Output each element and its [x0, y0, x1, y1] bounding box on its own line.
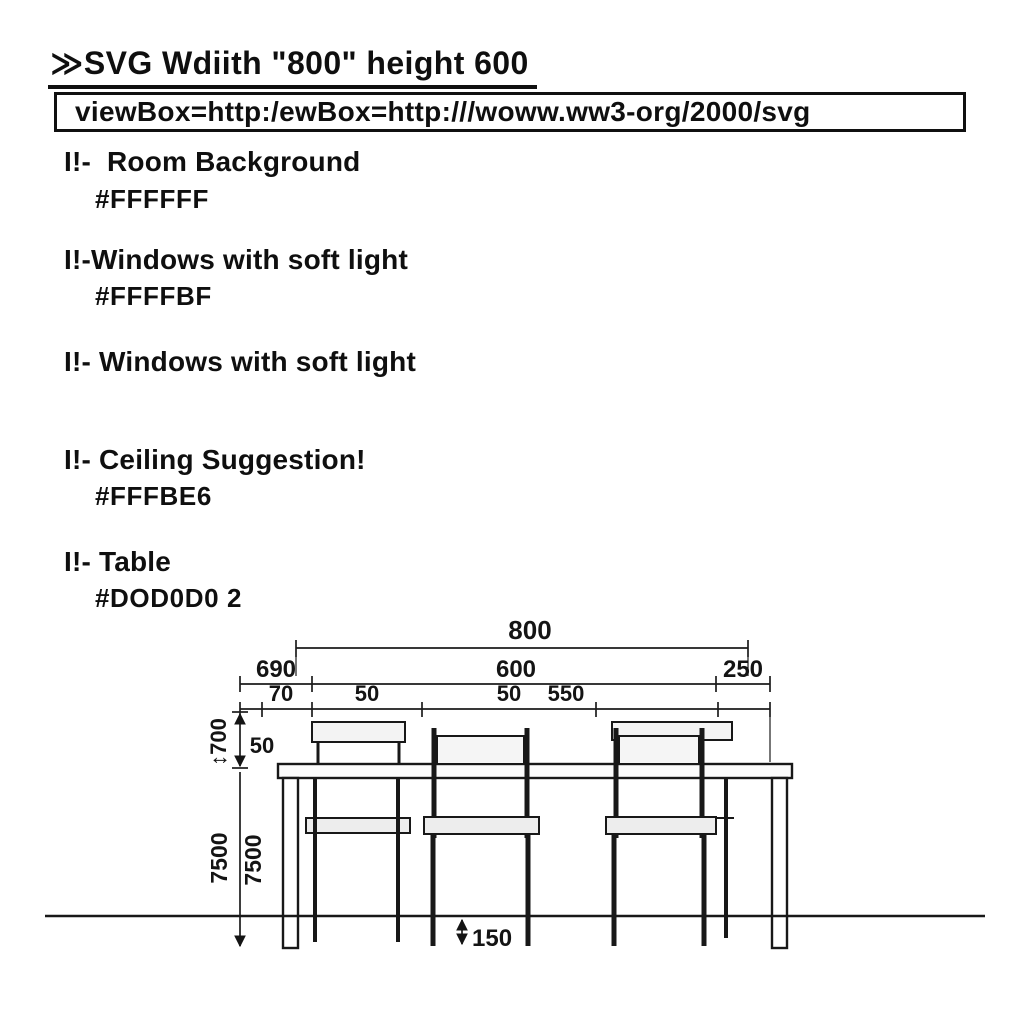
furniture-drawing: 800 690 600 250 70 50 50 550 ↕700 50 750…	[45, 615, 985, 952]
viewbox-declaration-box: viewBox=http:/ewBox=http:///woww.ww3-org…	[54, 92, 966, 132]
dim-label-600: 600	[496, 656, 536, 683]
comment-windows-2: I!- Windows with soft light	[64, 346, 416, 377]
dim-label-800: 800	[508, 615, 551, 645]
dimension-lines	[232, 640, 771, 948]
dim-label-50a: 50	[355, 681, 379, 706]
dim-label-690: 690	[256, 656, 296, 683]
dimension-labels: 800 690 600 250 70 50 50 550 ↕700 50 750…	[206, 615, 763, 952]
page-title: ≫SVG Wdiith "800" height 600	[48, 44, 537, 89]
dim-label-150: 150	[472, 925, 512, 952]
chair-back-left	[305, 721, 411, 942]
comment-table: I!- Table	[64, 546, 172, 577]
dim-label-50-vertical: 50	[250, 733, 274, 758]
comment-windows-1-value: #FFFFBF	[95, 281, 212, 311]
dim-label-50b: 50	[497, 681, 521, 706]
dim-label-250: 250	[723, 656, 763, 683]
comment-room-background: I!- Room Background	[64, 146, 361, 177]
dim-label-700-vertical: ↕700	[206, 718, 231, 766]
dim-label-70: 70	[269, 681, 293, 706]
table	[276, 762, 794, 950]
dim-label-7500-a: 7500	[206, 832, 232, 883]
comment-ceiling-value: #FFFBE6	[95, 481, 212, 511]
comment-table-value: #DOD0D0 2	[95, 583, 243, 613]
viewbox-declaration-text: viewBox=http:/ewBox=http:///woww.ww3-org…	[75, 96, 811, 127]
chair-front-right	[605, 728, 717, 946]
comment-windows-1: I!-Windows with soft light	[64, 244, 408, 275]
chair-front-left	[423, 728, 540, 946]
dim-label-7500-b: 7500	[240, 834, 266, 885]
dim-label-550: 550	[548, 681, 585, 706]
comment-room-background-value: #FFFFFF	[95, 184, 209, 214]
comment-ceiling: I!- Ceiling Suggestion!	[64, 444, 366, 475]
